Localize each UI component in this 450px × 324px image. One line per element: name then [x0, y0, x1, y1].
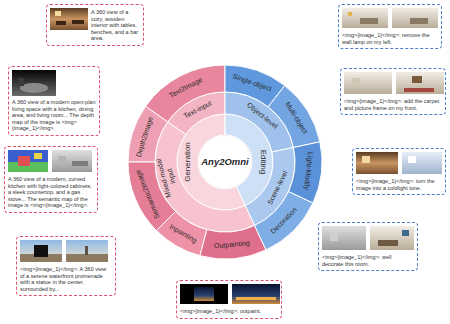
thumb-sofa — [360, 18, 378, 24]
light-modify-thumbs — [356, 152, 442, 174]
ring-arc — [128, 106, 168, 162]
example-text: <img>{image_1}</img>: turn the image int… — [356, 178, 442, 191]
thumb-lamp — [348, 12, 352, 16]
thumb-door — [330, 231, 338, 241]
thumb-ground — [66, 254, 108, 262]
thumb-statue — [85, 246, 88, 255]
thumb-window — [55, 11, 61, 16]
thumb-segment — [34, 153, 42, 159]
example-callout: <img>{image_1}</img>: remove the wall la… — [338, 4, 442, 49]
thumb-sofa — [378, 240, 398, 246]
example-text: <img>{image_1}</img>: outpaint. — [180, 308, 278, 315]
thumb-table — [56, 21, 66, 25]
thumb-image — [180, 284, 228, 304]
thumb-lights — [236, 297, 276, 300]
thumb-carpet — [404, 88, 434, 92]
thumb-frame — [402, 230, 409, 236]
example-text: <img>{image_1}</img>: A 360 view of a se… — [20, 266, 112, 292]
example-callout: <img>{image_1}</img>: outpaint. — [176, 280, 282, 319]
ring-arc — [255, 192, 313, 250]
thumb-image — [396, 72, 444, 94]
multi-object-thumbs — [344, 72, 444, 94]
thumb-image — [342, 8, 388, 28]
example-callout: A 360 view of a modern open-plan living … — [8, 66, 100, 136]
thumb-crop — [194, 287, 214, 301]
ring-arc — [146, 65, 225, 122]
thumb-sofa — [410, 18, 428, 24]
decoration-thumbs — [322, 226, 414, 250]
outpainting-thumbs — [180, 284, 280, 304]
thumb-image — [402, 152, 442, 174]
center-title: Any2Omni — [201, 156, 249, 167]
example-callout: A 360 view of a modern, curved kitchen w… — [4, 146, 98, 213]
thumb-image — [50, 8, 88, 30]
thumb-image — [52, 150, 92, 172]
text2image-thumb — [50, 8, 88, 30]
thumb-image — [322, 226, 366, 250]
thumb-window — [362, 156, 370, 163]
thumb-frame — [412, 76, 422, 83]
segment-label: Generation — [183, 142, 193, 182]
example-text: <img>{image_1}</img>: remove the wall la… — [342, 32, 438, 45]
thumb-image — [370, 226, 414, 250]
example-callout: <img>{image_1}</img>: well decorate this… — [318, 222, 418, 271]
example-text: A 360 view of a cozy, wooden interior wi… — [91, 9, 140, 42]
example-text: A 360 view of a modern open-plan living … — [12, 99, 96, 132]
thumb-image — [8, 150, 48, 172]
example-text: <img>{image_1}</img>: well decorate this… — [322, 254, 414, 267]
thumb-image — [20, 240, 62, 262]
inpainting-thumbs — [20, 240, 108, 262]
thumb-window — [408, 156, 416, 163]
thumb-mask — [34, 245, 48, 257]
thumb-counter — [72, 161, 88, 166]
example-callout: <img>{image_1}</img>: A 360 view of a se… — [16, 236, 116, 296]
example-text: <img>{image_1}</img>: add the carpet and… — [344, 98, 442, 111]
thumb-image — [12, 70, 56, 96]
thumb-image — [344, 72, 392, 94]
thumb-table — [72, 20, 84, 24]
thumb-image — [232, 284, 280, 304]
thumb-floor — [20, 83, 48, 93]
segment-label: Editing — [258, 150, 268, 174]
ring-arc — [268, 86, 320, 148]
semantic2image-thumbs — [8, 150, 92, 172]
thumb-image — [392, 8, 438, 28]
example-callout: <img>{image_1}</img>: turn the image int… — [352, 148, 446, 195]
thumb-door — [352, 78, 360, 86]
ring-arc — [200, 225, 266, 259]
single-object-thumbs — [342, 8, 438, 28]
thumb-door — [18, 78, 24, 86]
example-callout: <img>{image_1}</img>: add the carpet and… — [340, 68, 446, 115]
example-text: A 360 view of a modern, curved kitchen w… — [8, 176, 94, 209]
thumb-segment — [18, 156, 30, 166]
example-callout: A 360 view of a cozy, wooden interior wi… — [46, 4, 144, 46]
ring-arc — [156, 211, 206, 255]
thumb-image — [356, 152, 398, 174]
thumb-image — [66, 240, 108, 262]
depth2image-thumb — [12, 70, 56, 96]
thumb-cabinet — [58, 156, 66, 165]
